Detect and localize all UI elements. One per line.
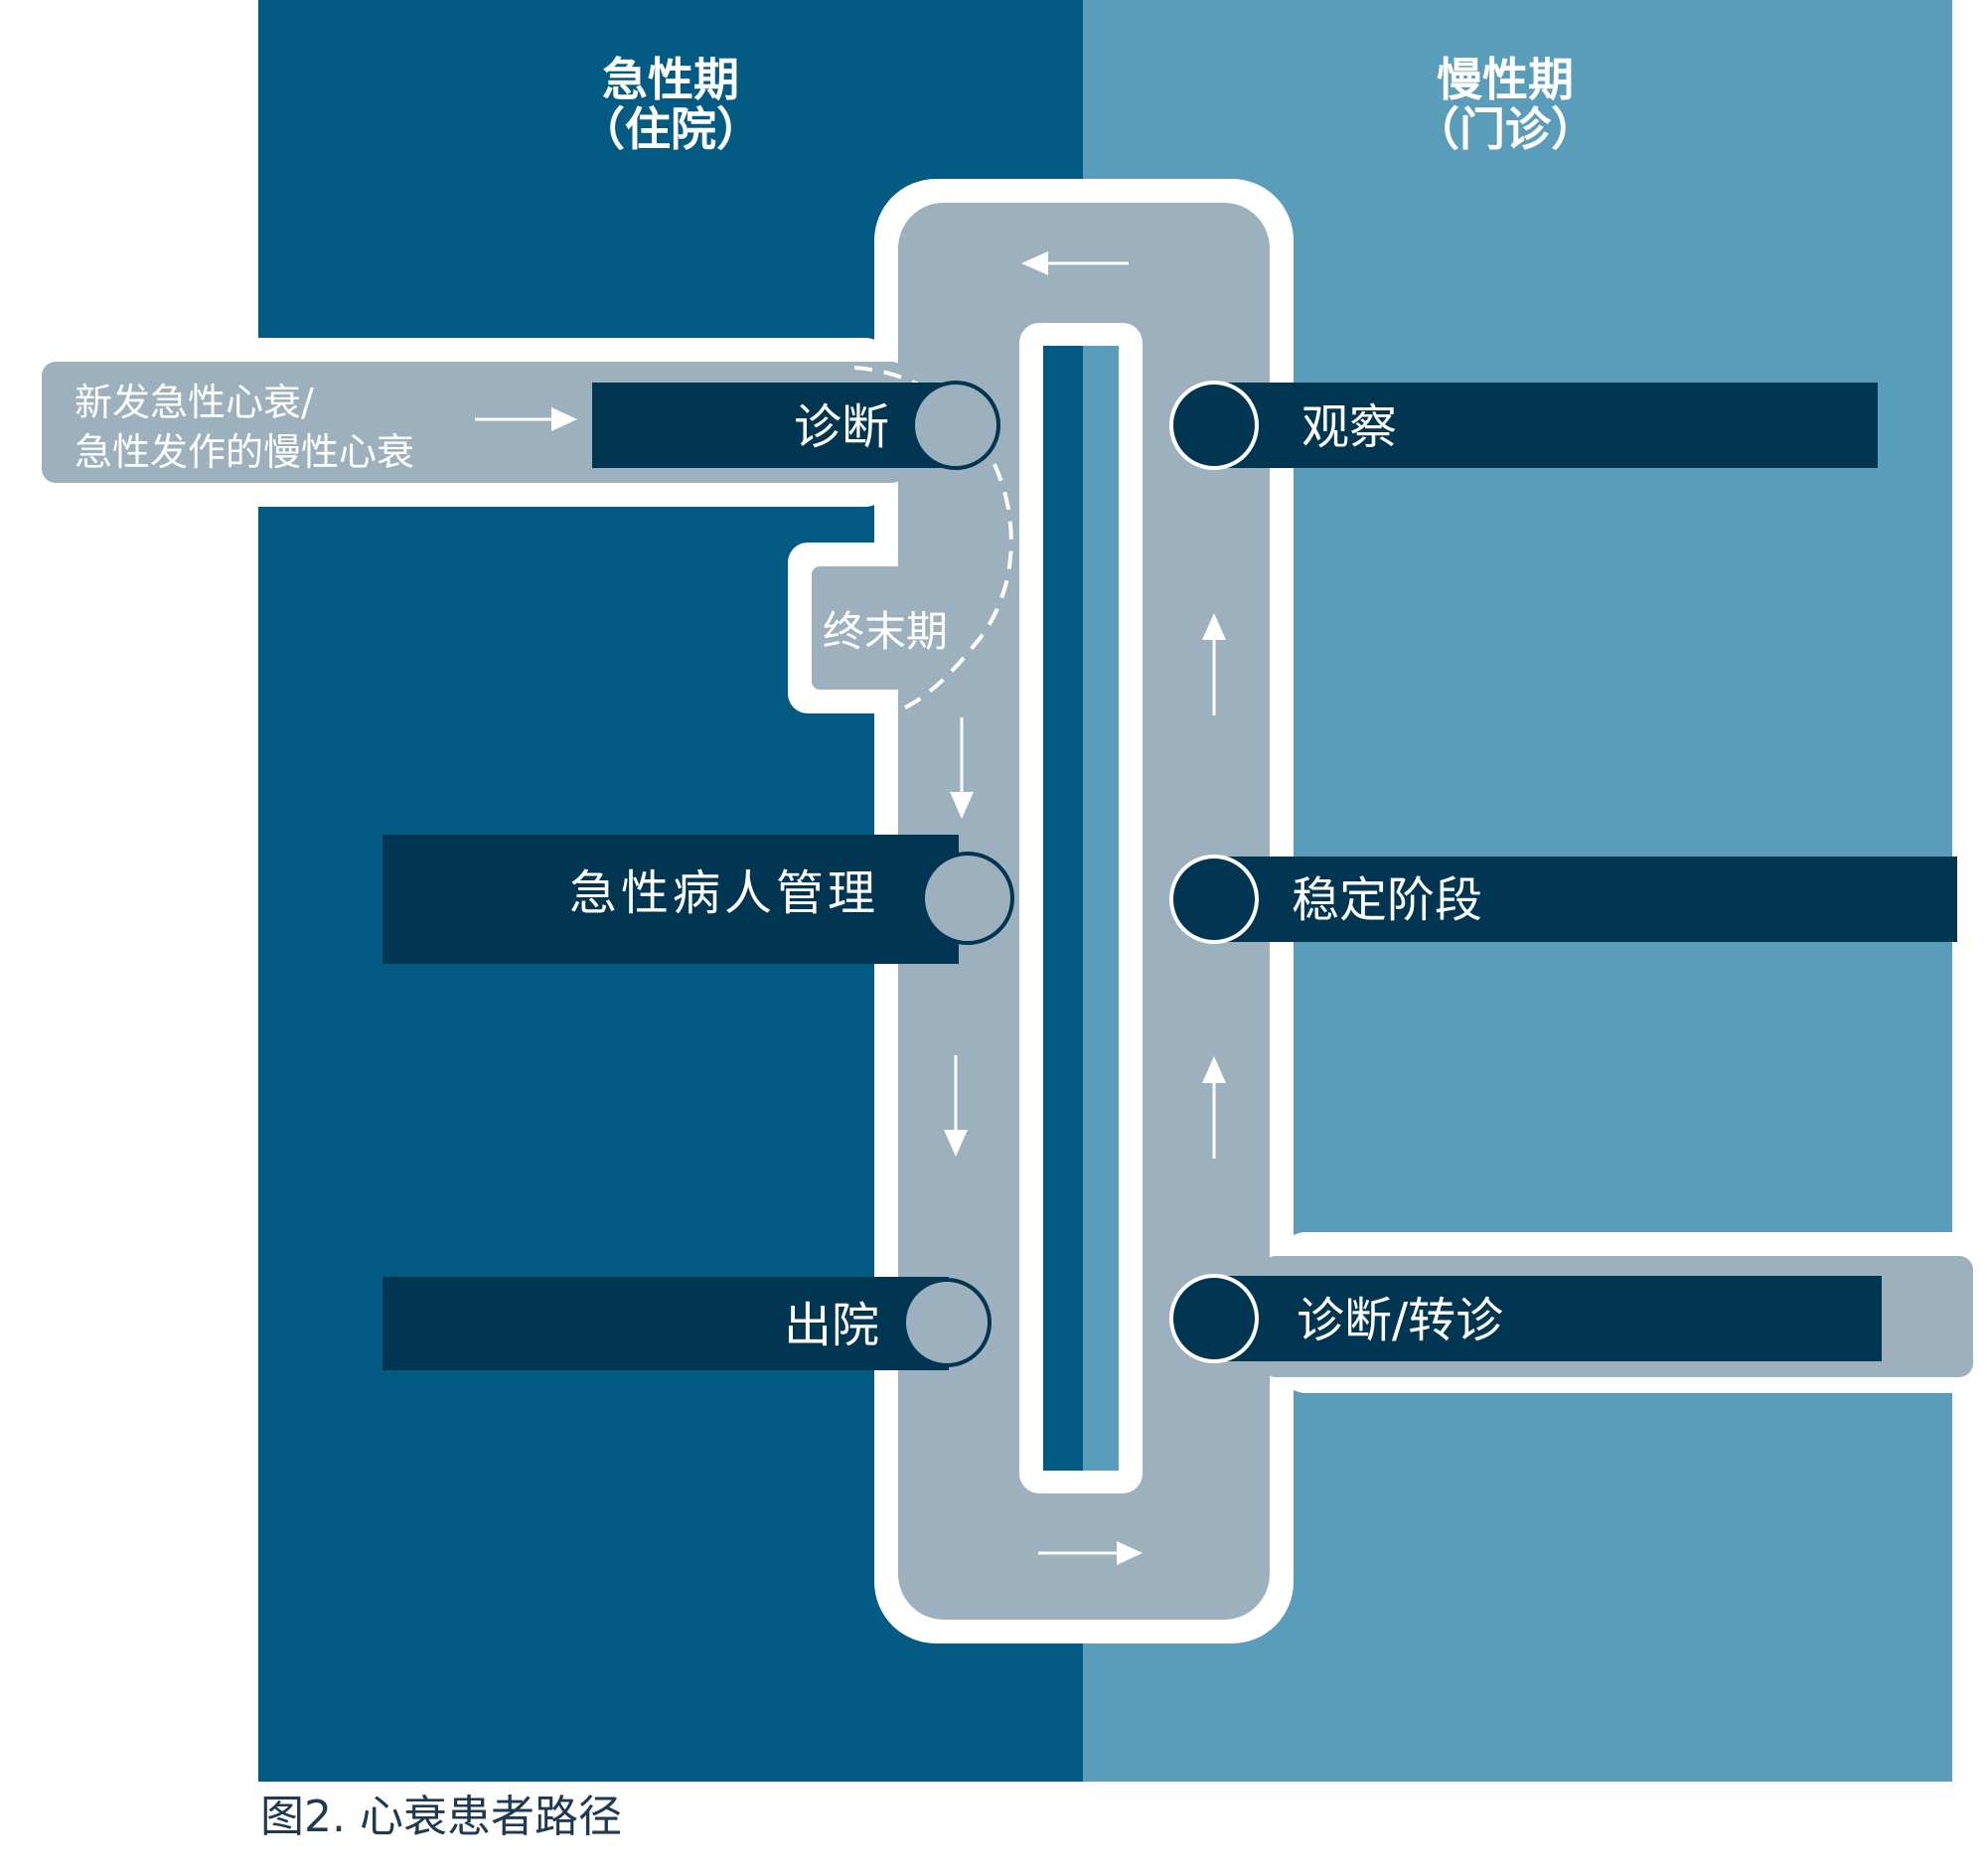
stable-label: 稳定阶段 xyxy=(1292,872,1482,928)
arrow-down-icon xyxy=(944,1055,968,1157)
diagnosis-referral-label: 诊断/转诊 xyxy=(1297,1293,1503,1348)
observation-label: 观察 xyxy=(1301,399,1397,455)
chronic-column-title: 慢性期 xyxy=(1437,53,1574,106)
arrow-right-icon xyxy=(1038,1541,1143,1565)
acute-management-node xyxy=(921,852,1014,945)
figure-caption: 图2. 心衰患者路径 xyxy=(260,1792,622,1842)
stable-node xyxy=(1169,855,1259,944)
observation-node xyxy=(1169,381,1259,470)
arrow-up-icon xyxy=(1202,1056,1226,1159)
arrow-right-icon xyxy=(475,407,577,431)
inner-bar-chronic xyxy=(1083,346,1119,1471)
acute-column-title: 急性期 xyxy=(602,53,739,106)
acute-column-subtitle: （住院） xyxy=(579,102,762,156)
diagnosis-box xyxy=(592,383,950,468)
diagnosis-node xyxy=(911,381,1000,470)
acute-management-box xyxy=(382,835,959,964)
discharge-label: 出院 xyxy=(784,1298,879,1353)
discharge-node xyxy=(902,1278,992,1367)
entry-label-line1: 新发急性心衰/ xyxy=(75,381,314,424)
chronic-column-subtitle: （门诊） xyxy=(1414,102,1597,156)
diagnosis-referral-node xyxy=(1169,1274,1259,1363)
inner-bar-acute xyxy=(1043,346,1083,1471)
end-stage-track xyxy=(812,566,911,690)
diagnosis-label: 诊断 xyxy=(794,399,889,455)
arrow-down-icon xyxy=(950,717,974,819)
discharge-box xyxy=(382,1277,949,1370)
diagnosis-referral-box xyxy=(1214,1276,1882,1361)
acute-management-label: 急性病人管理 xyxy=(569,865,879,921)
entry-label-line2: 急性发作的慢性心衰 xyxy=(75,430,414,474)
observation-box xyxy=(1214,383,1878,468)
arrow-left-icon xyxy=(1021,251,1129,275)
arrow-up-icon xyxy=(1202,613,1226,715)
end-stage-label: 终末期 xyxy=(823,607,948,656)
stable-box xyxy=(1214,857,1957,942)
